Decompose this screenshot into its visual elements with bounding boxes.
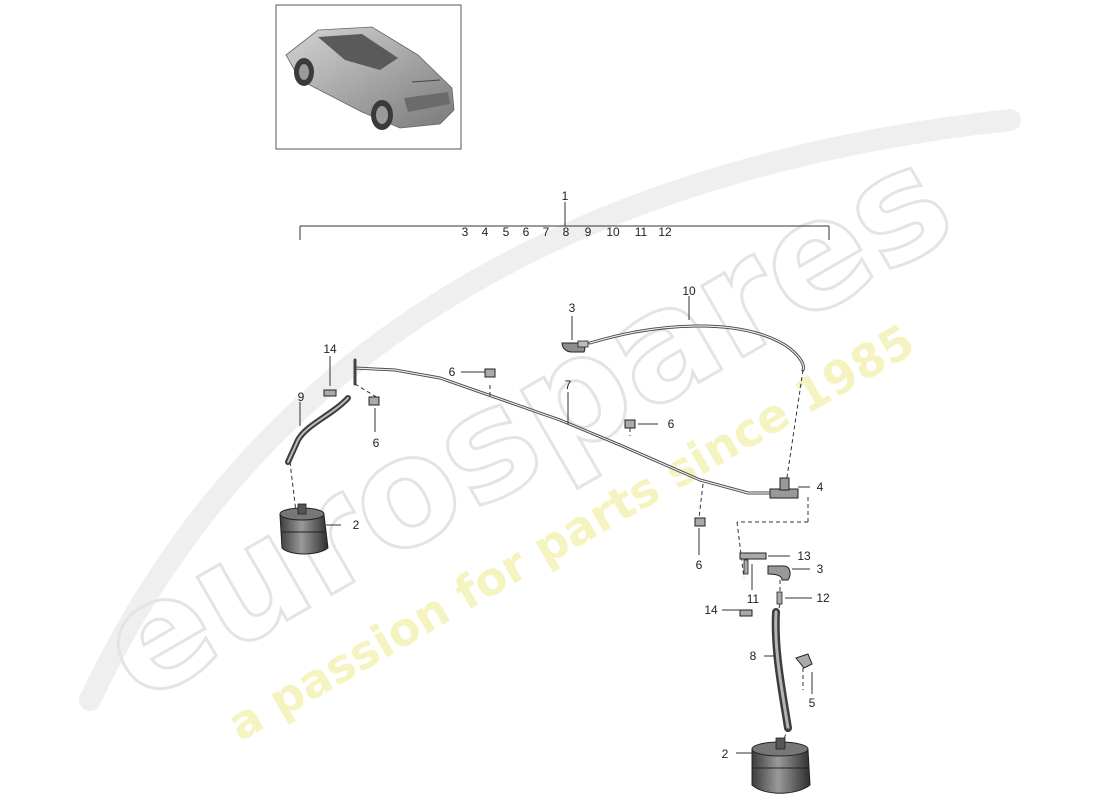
callout-5: 5: [809, 696, 816, 710]
watermark: eurospares a passion for parts since 198…: [70, 109, 1021, 752]
car-rear-three-quarter-icon: [285, 26, 455, 130]
assembly-include-item: 12: [658, 225, 672, 239]
watermark-brand: eurospares: [71, 111, 979, 736]
reservoir-icon: [279, 503, 329, 555]
callout-11: 11: [747, 592, 760, 606]
t-piece-icon: [769, 477, 799, 499]
reservoir-icon: [751, 737, 811, 794]
hose-9: [285, 395, 351, 465]
assembly-include-item: 5: [503, 225, 510, 239]
assembly-include-item: 8: [563, 225, 570, 239]
callout-2: 2: [722, 747, 729, 761]
callout-14: 14: [323, 342, 337, 356]
assembly-label: 1: [562, 189, 569, 203]
watermark-swoosh: [79, 109, 1021, 711]
pipe-7: [353, 358, 772, 495]
connector-icon: [561, 340, 589, 353]
callout-6: 6: [449, 365, 456, 379]
callout-7: 7: [565, 378, 572, 392]
clip-icon: [795, 653, 813, 669]
pipe-10: [588, 324, 805, 372]
callouts: 14 9 6 2 6 3 10 7 6 4 6 13 3 11 14 12 8 …: [298, 284, 830, 761]
callout-6: 6: [668, 417, 675, 431]
callout-9: 9: [298, 390, 305, 404]
assembly-bracket: [299, 202, 830, 240]
connector-icon: [323, 389, 791, 617]
callout-3: 3: [817, 562, 824, 576]
callout-12: 12: [816, 591, 830, 605]
assembly-include-item: 4: [482, 225, 489, 239]
callout-13: 13: [797, 549, 811, 563]
clip-icon: [368, 368, 706, 527]
callout-3: 3: [569, 301, 576, 315]
leader-lines: [299, 296, 813, 754]
assembly-include-item: 3: [462, 225, 469, 239]
assembly-include-item: 11: [635, 225, 648, 239]
assembly-include-item: 7: [543, 225, 550, 239]
hose-8: [771, 608, 792, 732]
assembly-includes: 3 4 5 6 7 8 9 10 11 12: [462, 225, 672, 239]
callout-2: 2: [353, 518, 360, 532]
callout-10: 10: [682, 284, 696, 298]
callout-8: 8: [750, 649, 757, 663]
callout-4: 4: [817, 480, 824, 494]
vehicle-thumbnail: [275, 4, 462, 150]
assembly-include-item: 9: [585, 225, 592, 239]
callout-6: 6: [696, 558, 703, 572]
callout-14: 14: [704, 603, 718, 617]
callout-6: 6: [373, 436, 380, 450]
assembly-include-item: 10: [606, 225, 620, 239]
assembly-include-item: 6: [523, 225, 530, 239]
